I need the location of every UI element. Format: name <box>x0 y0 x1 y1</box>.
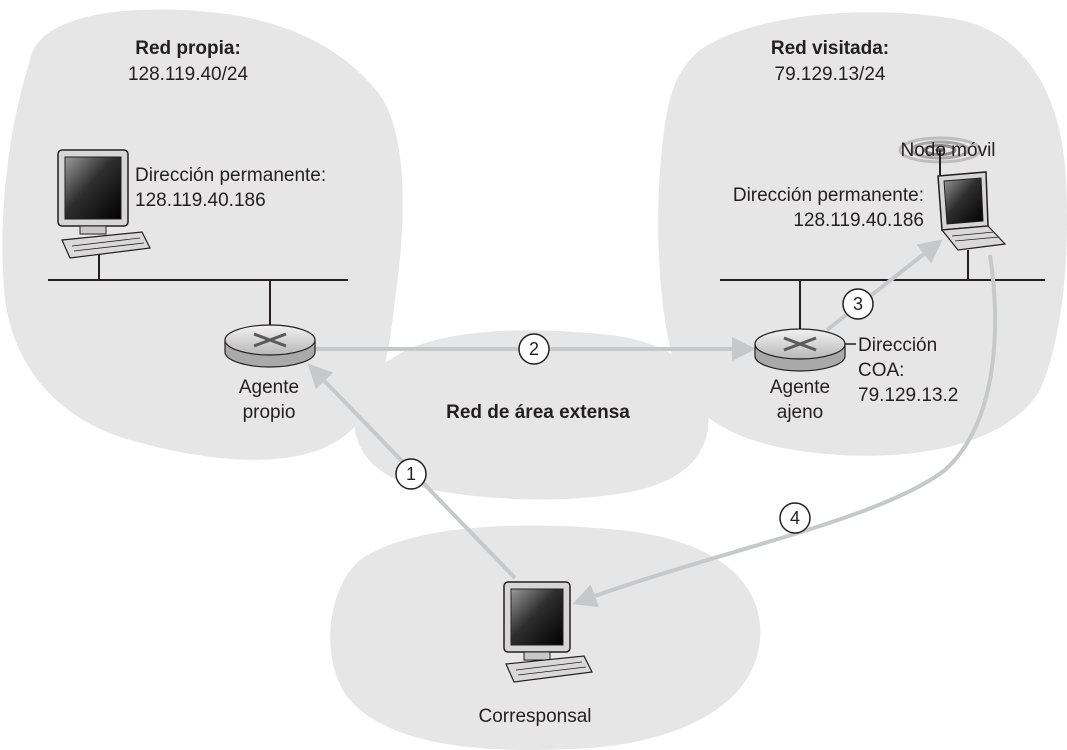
arrow-step-3 <box>825 239 943 332</box>
step-2-marker: 2 <box>518 333 550 365</box>
step-1-label: 1 <box>406 464 416 484</box>
step-4-label: 4 <box>790 508 800 528</box>
home-host-computer-icon <box>57 149 151 259</box>
arrow-step-4 <box>572 254 998 608</box>
foreign-agent-label-2: ajeno <box>777 402 824 423</box>
wan-cloud <box>354 330 709 500</box>
home-network-prefix: 128.119.40/24 <box>128 64 249 85</box>
home-agent-label-2: propio <box>243 402 296 423</box>
home-network-title: Red propia: <box>135 38 241 59</box>
visited-network-title: Red visitada: <box>771 38 889 59</box>
visited-host-label-2: 128.119.40.186 <box>793 210 924 231</box>
foreign-agent-label-1: Agente <box>770 377 830 398</box>
mobile-node-label: Nodo móvil <box>900 140 995 161</box>
step-1-marker: 1 <box>395 458 427 490</box>
step-4-marker: 4 <box>779 502 811 534</box>
coa-label-2: COA: <box>858 360 904 381</box>
coa-label-1: Dirección <box>858 335 937 356</box>
home-agent-router-icon <box>224 324 316 368</box>
home-host-label-2: 128.119.40.186 <box>135 190 266 211</box>
wireless-signal-icon <box>898 136 982 175</box>
correspondent-label: Corresponsal <box>479 706 592 727</box>
home-host-label-1: Dirección permanente: <box>135 165 326 186</box>
visited-host-label-1: Dirección permanente: <box>733 185 924 206</box>
home-agent-label-1: Agente <box>239 377 299 398</box>
wan-label: Red de área extensa <box>446 402 630 423</box>
mobile-node-laptop-icon <box>937 171 1007 251</box>
step-3-marker: 3 <box>842 288 874 320</box>
step-3-label: 3 <box>853 294 863 314</box>
coa-label-3: 79.129.13.2 <box>858 385 958 406</box>
foreign-agent-router-icon <box>754 328 846 372</box>
correspondent-computer-icon <box>503 581 593 683</box>
step-2-label: 2 <box>529 339 539 359</box>
visited-network-prefix: 79.129.13/24 <box>775 64 886 85</box>
